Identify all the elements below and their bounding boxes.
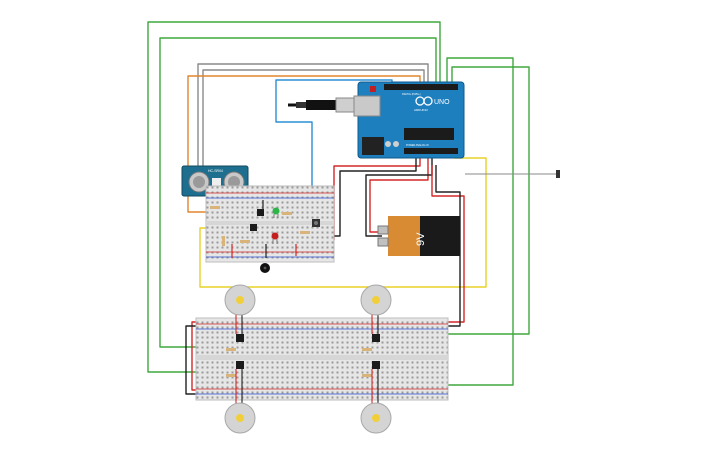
arduino-brand: UNO <box>434 99 450 106</box>
dc-motor-top-right[interactable] <box>360 284 392 316</box>
resistors-small-bb <box>210 206 310 246</box>
red-led[interactable] <box>271 232 279 245</box>
wires <box>147 21 556 395</box>
wire-yellow[interactable] <box>199 157 487 288</box>
wire-green-right-2[interactable] <box>370 66 530 335</box>
arduino-maker: ARDUINO <box>414 108 429 112</box>
piezo-buzzer[interactable] <box>260 263 270 273</box>
wire-red-battery[interactable] <box>369 158 429 233</box>
sensor-label: HC-SR04 <box>208 169 223 173</box>
small-bb-jumpers <box>231 200 297 258</box>
arduino-pin-label-digital: DIGITAL (PWM~) <box>402 93 421 96</box>
wire-green-inner-left[interactable] <box>159 37 437 348</box>
resistors-large-bb <box>226 348 372 377</box>
usb-cable[interactable] <box>288 97 355 113</box>
dc-motor-bottom-right[interactable] <box>360 402 392 434</box>
dc-motor-top-left[interactable] <box>224 284 256 316</box>
pushbutton[interactable] <box>312 219 320 227</box>
large-breadboard[interactable] <box>195 317 449 401</box>
wire-orange[interactable] <box>187 75 421 213</box>
wire-green-right-1[interactable] <box>370 57 514 386</box>
external-connector[interactable] <box>556 170 560 178</box>
9v-battery[interactable]: 9V <box>377 216 460 256</box>
dc-motor-bottom-left[interactable] <box>224 402 256 434</box>
transistor-set[interactable] <box>236 334 380 369</box>
wire-black-big-bb[interactable] <box>435 165 461 327</box>
green-led[interactable] <box>272 207 280 219</box>
transistor-small-bb[interactable] <box>250 209 264 231</box>
wire-gray-1[interactable] <box>197 63 429 176</box>
battery-voltage-label: 9V <box>415 232 427 246</box>
wire-red-big-bb[interactable] <box>431 165 465 323</box>
wire-green-outer-left[interactable] <box>147 21 441 373</box>
arduino-uno[interactable]: UNO ARDUINO DIGITAL (PWM~) POWER ANALOG … <box>353 81 465 159</box>
wire-gray-2[interactable] <box>202 69 425 176</box>
arduino-pin-label-power: POWER ANALOG IN <box>406 144 429 147</box>
